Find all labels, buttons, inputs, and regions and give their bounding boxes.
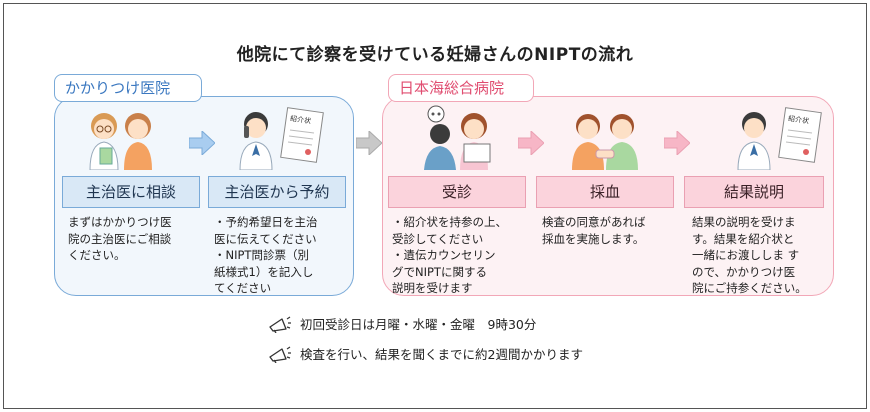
- step-consult-desc: まずはかかりつけ医院の主治医にご相談ください。: [68, 215, 172, 262]
- step-consult: 主治医に相談: [62, 176, 200, 208]
- step-visit-desc: ・紹介状を持参の上、受診してください・遺伝カウンセリングでNIPTに関する説明を…: [392, 215, 507, 295]
- step-result-desc: 結果の説明を受けます。結果を紹介状と一緒にお渡ししま すので、かかりつけ医院にご…: [692, 215, 807, 295]
- step-blood-draw: 採血: [536, 176, 674, 208]
- note-duration-text: 検査を行い、結果を聞くまでに約2週間かかります: [300, 347, 583, 362]
- arrow-right-icon: [664, 131, 690, 155]
- consultation-illustration: [89, 113, 152, 170]
- hospital-label: 日本海総合病院: [388, 74, 534, 102]
- arrow-right-icon: [518, 131, 544, 155]
- doctor-phone-illustration: [239, 107, 324, 170]
- clinic-label: かかりつけ医院: [54, 74, 202, 102]
- arrow-right-icon: [189, 131, 215, 155]
- step-visit: 受診: [388, 176, 526, 208]
- step-result: 結果説明: [684, 176, 824, 208]
- megaphone-icon: [269, 316, 291, 333]
- step-reservation-desc: ・予約希望日を主治医に伝えてください・NIPT問診票（別紙様式1）を記入してくだ…: [214, 215, 318, 295]
- page-title: 他院にて診察を受けている妊婦さんのNIPTの流れ: [236, 45, 634, 65]
- megaphone-icon: [269, 346, 291, 363]
- step-blood-draw-desc: 検査の同意があれば採血を実施します。: [542, 215, 646, 246]
- examination-illustration: [424, 105, 491, 170]
- doctor-result-illustration: [737, 107, 822, 170]
- note-first-visit-text: 初回受診日は月曜・水曜・金曜 9時30分: [300, 317, 537, 332]
- document-illustration: [280, 107, 324, 163]
- note-duration: 検査を行い、結果を聞くまでに約2週間かかります: [268, 344, 583, 363]
- blood-draw-illustration: [572, 114, 638, 170]
- note-first-visit: 初回受診日は月曜・水曜・金曜 9時30分: [268, 314, 536, 333]
- arrow-right-icon: [356, 131, 382, 155]
- step-reservation: 主治医から予約: [208, 176, 346, 208]
